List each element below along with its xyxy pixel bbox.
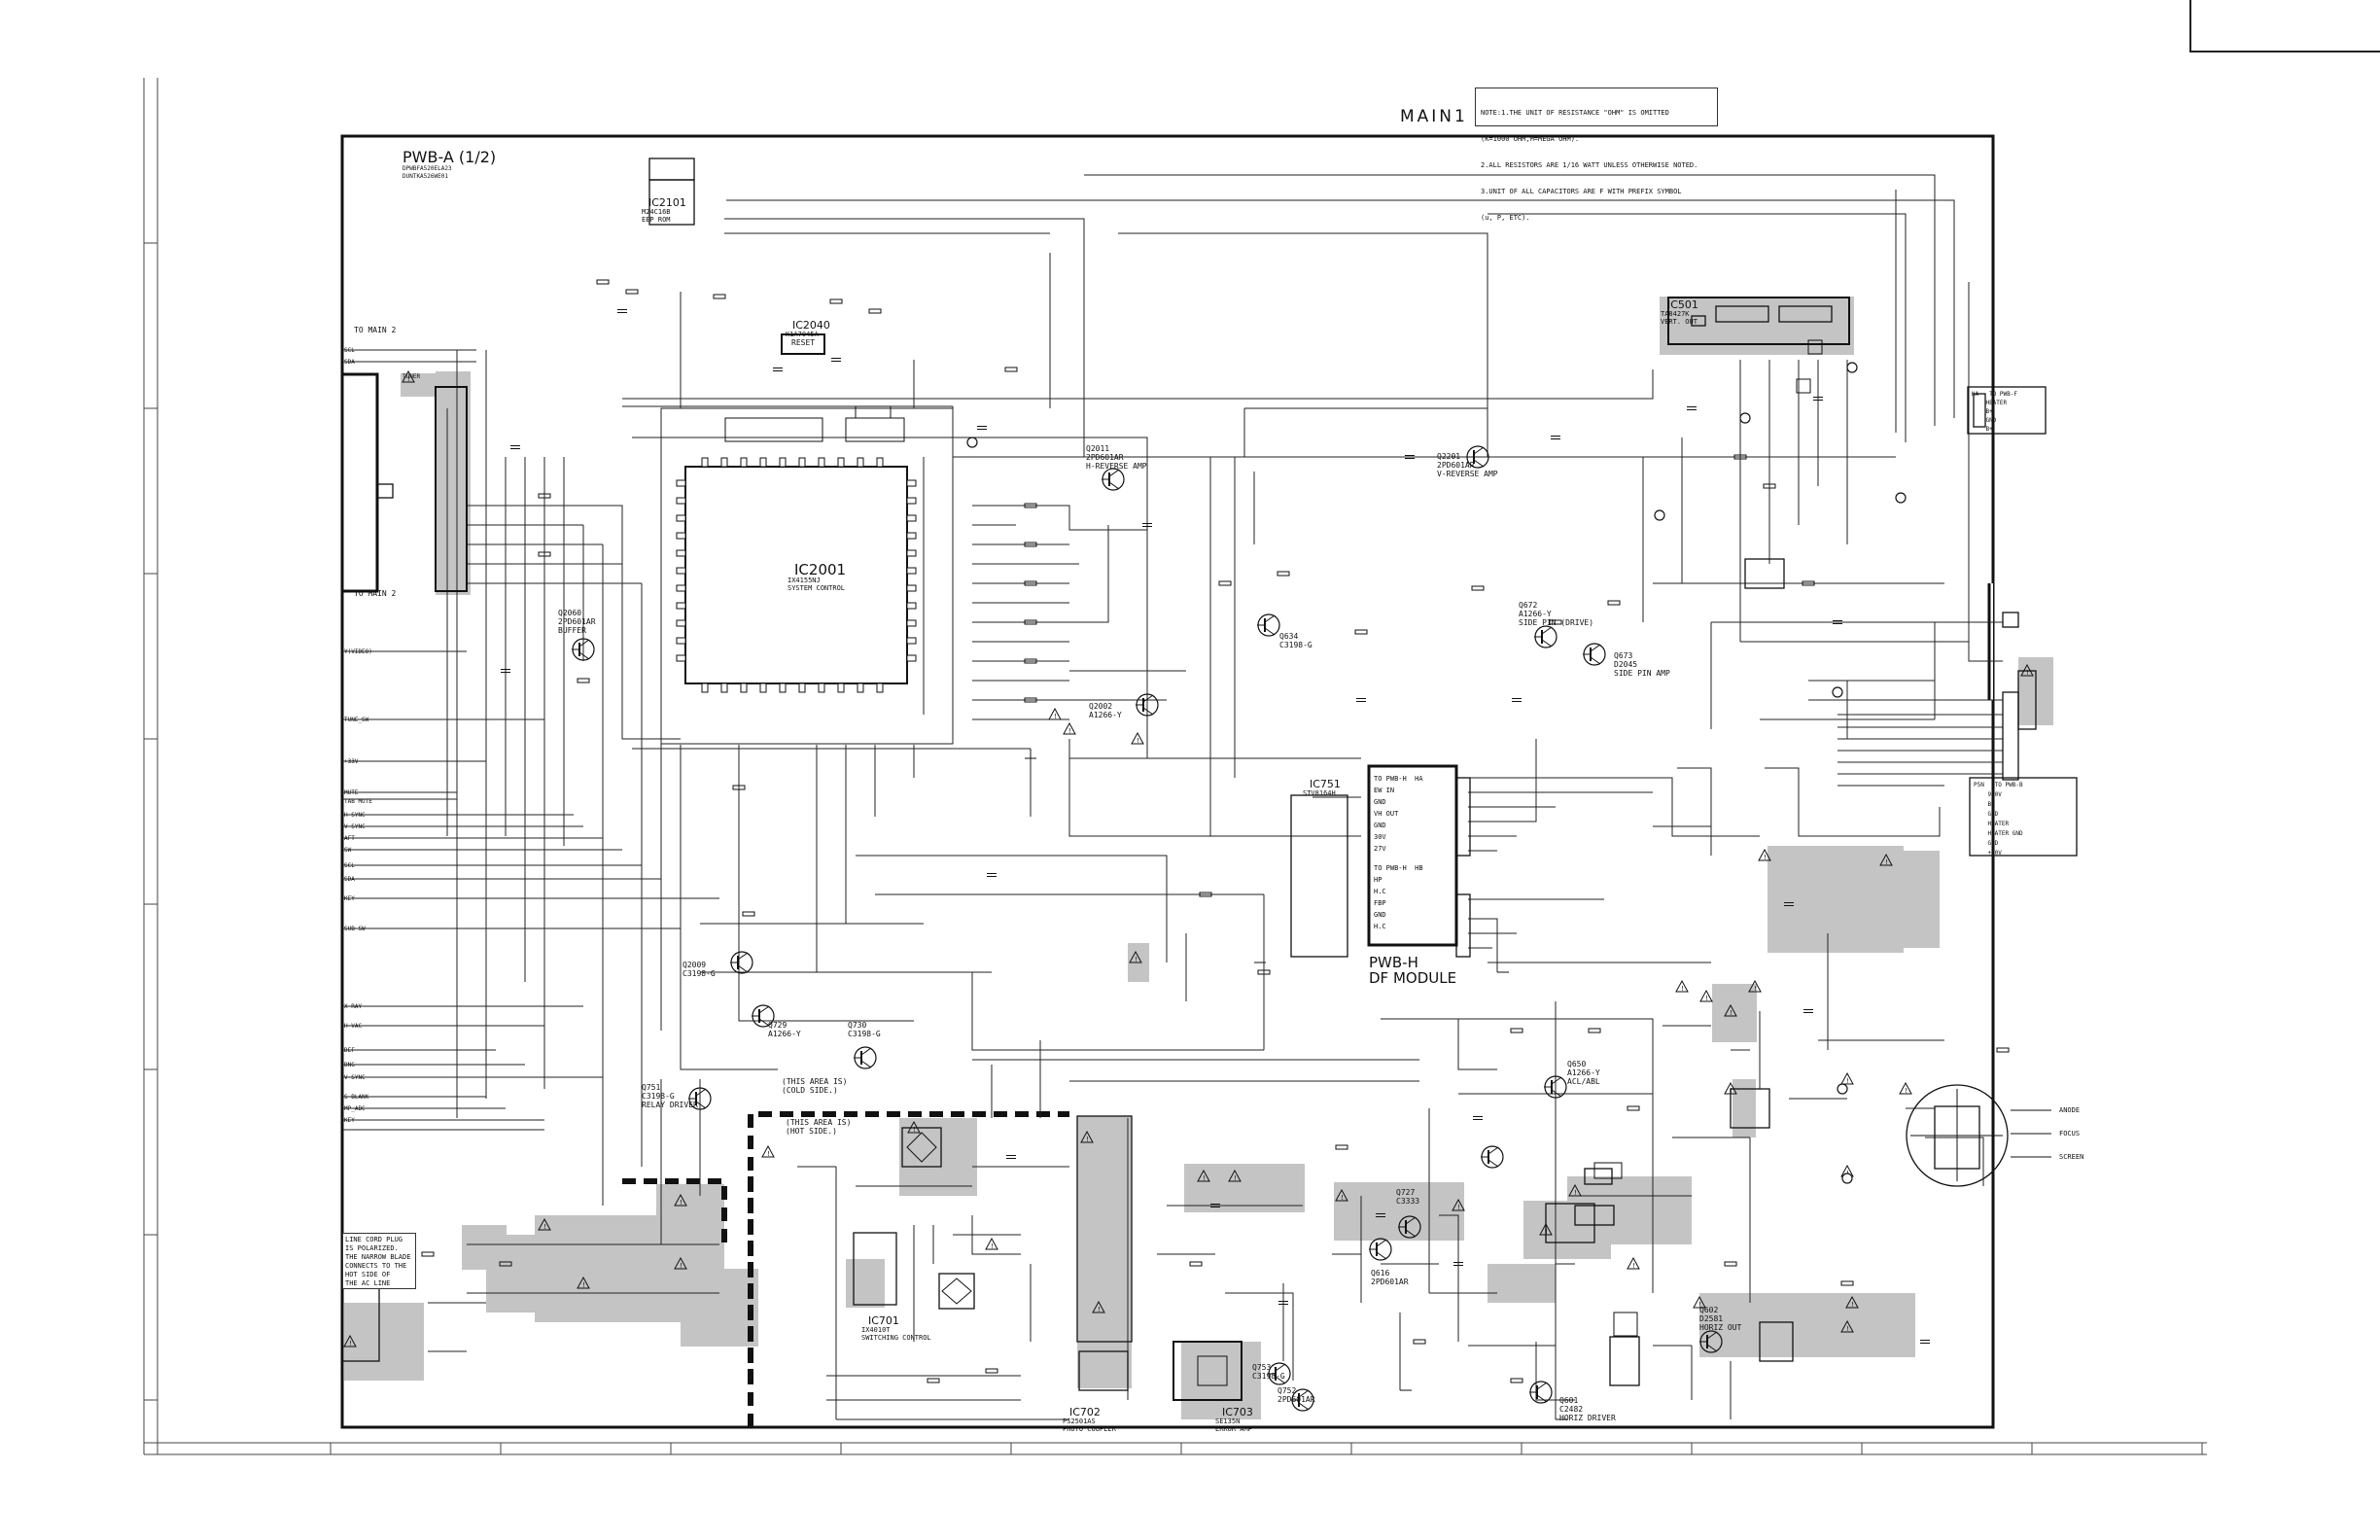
signal-scl: SCL (344, 347, 355, 354)
signal-y-video: Y(VIDEO) (344, 648, 372, 655)
q602-label: Q602 D2581 HORIZ OUT (1699, 1306, 1742, 1332)
signal-33v: +33V (344, 758, 359, 765)
isolation-boundary (622, 1111, 1069, 1427)
schematic-notes: NOTE:1.THE UNIT OF RESISTANCE "OHM" IS O… (1475, 88, 1718, 222)
tuner-label: TUNER (402, 373, 421, 380)
signal-tune-sw: TUNE_SW (344, 717, 369, 723)
q753-label: Q753 C3198-G (1252, 1363, 1285, 1381)
signal-anode: ANODE (2059, 1106, 2081, 1114)
signal-def: DEF (344, 1047, 355, 1054)
signal-sblank: S-BLANK (344, 1094, 369, 1101)
yoke-detail (1910, 1089, 2051, 1181)
to-main2-top: TO MAIN 2 (354, 326, 397, 334)
signal-screen: SCREEN (2059, 1153, 2084, 1161)
signal-mp-abc: MP_ABC (344, 1105, 366, 1112)
signal-scl-2: SCL (344, 862, 355, 869)
title-block-corner (2189, 0, 2380, 52)
to-main2-bottom: TO MAIN 2 (354, 589, 397, 598)
main2-connector (342, 372, 379, 593)
q672-label: Q672 A1266-Y SIDE PIN (DRIVE) (1519, 601, 1594, 627)
pwb-b-connector: P5N TO PWB-B 9.0V B+ GND HEATER HEATER G… (1974, 782, 2023, 857)
q616-label: Q616 2PD601AR (1371, 1269, 1409, 1286)
df-module-title: PWB-H DF MODULE (1369, 954, 1457, 987)
q2002-label: Q2002 A1266-Y (1089, 702, 1122, 719)
pwb-f-connector: KA TO PWB-F HEATER B+ GND B+ (1972, 391, 2017, 433)
signal-hsync: H-SYNC (344, 812, 366, 819)
signal-focus: FOCUS (2059, 1130, 2081, 1138)
q729-label: Q729 A1266-Y (768, 1021, 801, 1038)
line-cord-note: LINE CORD PLUG IS POLARIZED. THE NARROW … (342, 1233, 416, 1289)
signal-sda: SDA (344, 359, 355, 366)
bridge-diodes (906, 1132, 1228, 1386)
signal-vsync-2: V-SYNC (344, 1074, 366, 1081)
signal-mute: MUTE (344, 789, 359, 796)
signal-aft: AFT (344, 835, 355, 842)
signal-key-2: KEY (344, 1117, 355, 1124)
test-points (966, 362, 1907, 1184)
q752-label: Q752 2PD601AR (1278, 1386, 1315, 1404)
ground-symbols (1025, 749, 1567, 1420)
margin-grid (143, 78, 2207, 1455)
signal-hvac: H-VAC (344, 1023, 363, 1030)
q673-label: Q673 D2045 SIDE PIN AMP (1614, 651, 1670, 678)
signal-bng: BNG (344, 1062, 355, 1068)
shaded-regions (344, 297, 2053, 1419)
df-module-bottom-table: TO PWB-H HB HP H.C FBP GND H.C (1374, 864, 1423, 930)
board-border (340, 134, 1995, 1429)
q650-label: Q650 A1266-Y ACL/ABL (1567, 1060, 1600, 1086)
signal-sub-sw: SUB SW (344, 926, 366, 932)
ic2001-pins (676, 457, 917, 693)
board-title: PWB-A (1/2) (402, 148, 497, 166)
signal-key: KEY (344, 895, 355, 902)
q727-label: Q727 C3333 (1396, 1188, 1420, 1206)
q730-label: Q730 C3198-G (848, 1021, 881, 1038)
board-codes: DPWBFA520ELA23 DUNTKA526WE01 (402, 165, 452, 180)
signal-xray: X-RAY (344, 1003, 363, 1010)
wiring (342, 174, 2003, 1420)
q2060-label: Q2060 2PD601AR BUFFER (558, 609, 596, 635)
q634-label: Q634 C3198-G (1279, 632, 1312, 649)
df-module-top-table: TO PWB-H HA EW IN GND VH OUT GND 30V 27V (1374, 775, 1423, 853)
q601-label: Q601 C2482 HORIZ DRIVER (1559, 1396, 1616, 1422)
signal-sda-2: SDA (344, 876, 355, 883)
q2201-label: Q2201 2PD601AR V-REVERSE AMP (1437, 452, 1498, 478)
signal-tab-mute: TAB MUTE (344, 798, 372, 805)
q2009-label: Q2009 C3198-G (682, 961, 716, 978)
q2011-label: Q2011 2PD601AR H-REVERSE AMP (1086, 444, 1147, 471)
signal-vsync: V-SYNC (344, 823, 366, 830)
cold-side-label: (THIS AREA IS) (COLD SIDE.) (782, 1077, 848, 1095)
signal-sw: SW (344, 847, 352, 854)
sheet-title: MAIN1 (1400, 107, 1468, 126)
q751-label: Q751 C3198-G RELAY DRIVER (642, 1083, 698, 1109)
hot-side-label: (THIS AREA IS) (HOT SIDE.) (786, 1118, 852, 1136)
reset-block-label: RESET (791, 338, 816, 347)
connector-pins (724, 339, 1823, 1337)
